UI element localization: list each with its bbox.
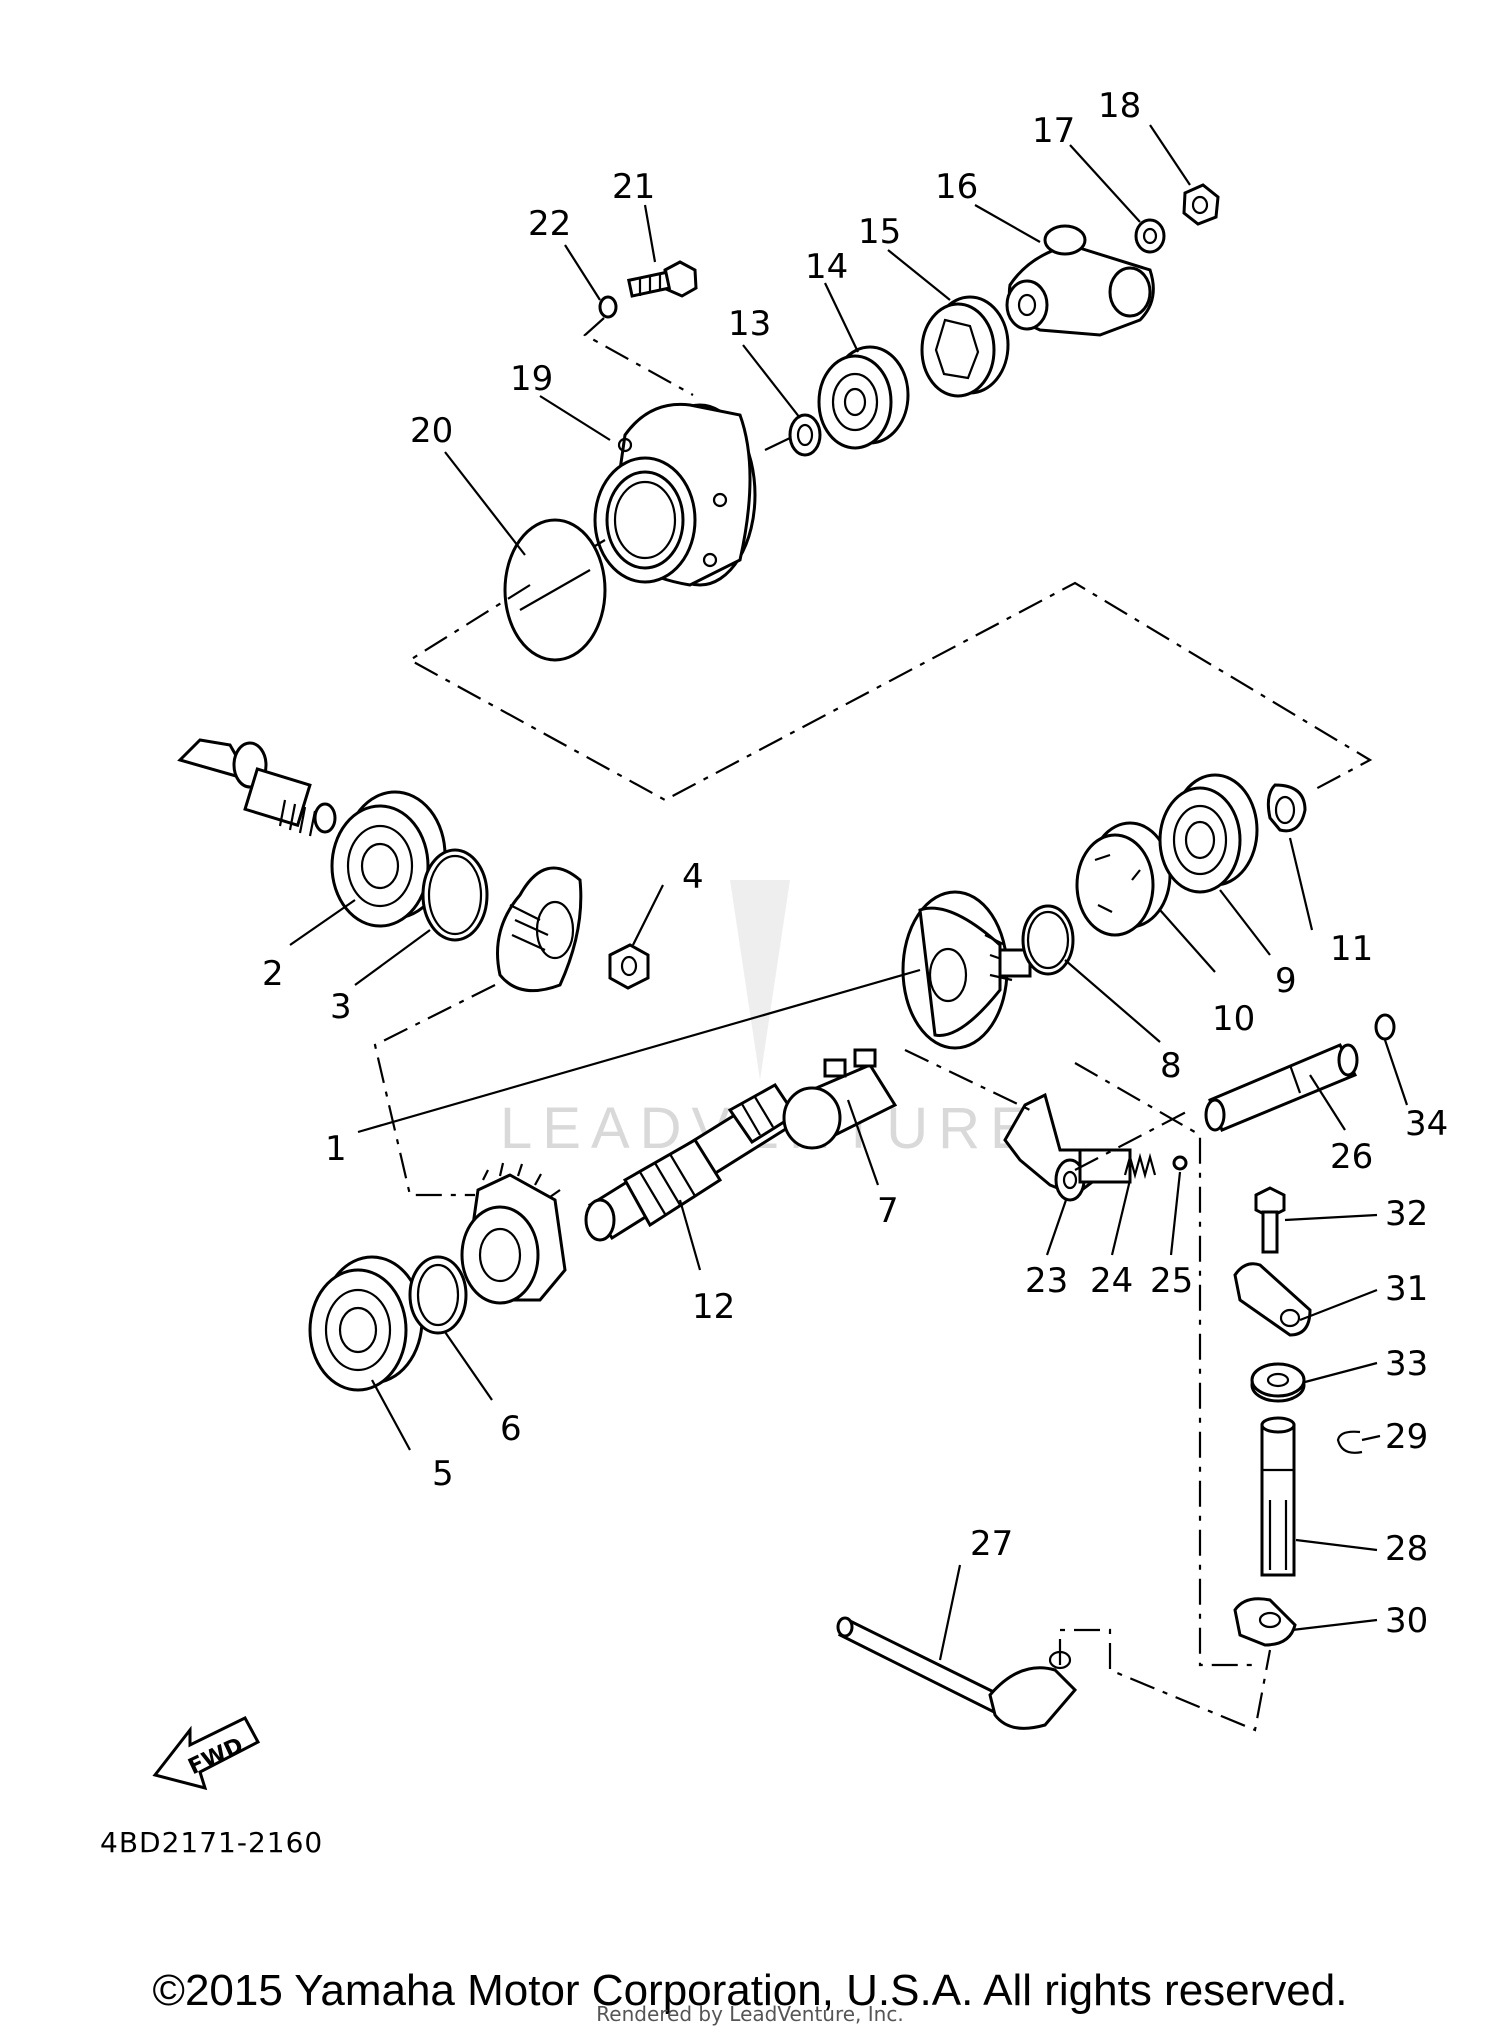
label-30: 30 xyxy=(1385,1601,1428,1641)
part-12-shaft xyxy=(584,1083,803,1242)
rendered-by-notice: Rendered by LeadVenture, Inc. xyxy=(596,2002,904,2026)
label-20: 20 xyxy=(410,411,453,451)
label-2: 2 xyxy=(262,954,284,994)
part-15-oil-seal xyxy=(920,295,1010,398)
part-4-nut xyxy=(608,943,650,990)
part-1-ring-gear xyxy=(496,866,583,993)
label-9: 9 xyxy=(1275,961,1297,1001)
axle-shaft xyxy=(177,738,337,837)
part-13-circlip xyxy=(764,413,822,457)
part-33-washer xyxy=(1250,1362,1306,1403)
part-26-shift-shaft xyxy=(1204,1043,1359,1132)
label-11: 11 xyxy=(1330,929,1373,969)
part-24-spring xyxy=(1123,1152,1157,1180)
assembly-line-22-19 xyxy=(583,317,694,396)
part-labels: 1 2 3 4 5 6 7 8 9 10 11 12 13 14 15 16 1… xyxy=(262,86,1448,1641)
part-28-spline-shaft xyxy=(1260,1416,1296,1577)
label-26: 26 xyxy=(1330,1137,1373,1177)
copyright-notice: ©2015 Yamaha Motor Corporation, U.S.A. A… xyxy=(152,1966,1348,2015)
part-21-bolt xyxy=(626,260,698,298)
part-17-washer xyxy=(1134,218,1166,254)
label-25: 25 xyxy=(1150,1261,1193,1301)
leader-lines xyxy=(289,124,1409,1661)
label-7: 7 xyxy=(877,1191,899,1231)
label-28: 28 xyxy=(1385,1529,1428,1569)
part-30-arm xyxy=(1233,1597,1297,1647)
label-15: 15 xyxy=(858,212,901,252)
part-23-shift-fork xyxy=(1003,1092,1132,1202)
part-5-bearing xyxy=(308,1255,424,1392)
label-18: 18 xyxy=(1098,86,1141,126)
label-33: 33 xyxy=(1385,1344,1428,1384)
part-14-bearing xyxy=(817,345,910,450)
part-20-gasket xyxy=(503,518,607,662)
label-32: 32 xyxy=(1385,1194,1428,1234)
diagram-code: 4BD2171-2160 xyxy=(100,1826,324,1859)
assembly-line-7-23 xyxy=(904,1049,1255,1667)
part-34-o-ring xyxy=(1374,1013,1396,1041)
label-19: 19 xyxy=(510,359,553,399)
label-22: 22 xyxy=(528,204,571,244)
part-2-bearing xyxy=(330,790,447,928)
label-17: 17 xyxy=(1032,111,1075,151)
part-32-bolt xyxy=(1254,1186,1286,1254)
part-16-yoke xyxy=(1005,224,1155,337)
label-5: 5 xyxy=(432,1454,454,1494)
label-29: 29 xyxy=(1385,1417,1428,1457)
part-29-circlip xyxy=(1336,1430,1363,1454)
part-9-bearing xyxy=(1158,773,1259,894)
part-7-dog-clutch xyxy=(782,1048,898,1150)
assembly-line-27-30 xyxy=(1058,1628,1272,1732)
label-16: 16 xyxy=(935,167,978,207)
fwd-arrow-icon: FWD xyxy=(152,1716,261,1791)
label-12: 12 xyxy=(692,1287,735,1327)
part-25-ball xyxy=(1172,1155,1188,1171)
part-1-ring-gear-right xyxy=(901,890,1032,1050)
label-4: 4 xyxy=(682,857,704,897)
part-31-lever xyxy=(1233,1262,1312,1337)
part-11-circlip xyxy=(1266,783,1307,833)
part-3-o-ring xyxy=(421,848,489,942)
label-23: 23 xyxy=(1025,1261,1068,1301)
label-21: 21 xyxy=(612,167,655,207)
label-3: 3 xyxy=(330,987,352,1027)
part-10-retainer xyxy=(1075,821,1172,937)
label-14: 14 xyxy=(805,247,848,287)
part-19-housing xyxy=(579,402,757,587)
label-27: 27 xyxy=(970,1524,1013,1564)
part-22-washer xyxy=(598,295,618,319)
part-27-shift-rod xyxy=(836,1616,1078,1730)
label-6: 6 xyxy=(500,1409,522,1449)
label-1: 1 xyxy=(325,1129,347,1169)
assembly-line-1 xyxy=(373,984,496,1197)
part-8-o-ring xyxy=(1021,904,1075,976)
part-6-shim xyxy=(408,1255,468,1335)
label-24: 24 xyxy=(1090,1261,1133,1301)
label-34: 34 xyxy=(1405,1104,1448,1144)
part-18-nut xyxy=(1182,183,1220,226)
assembly-line-20-11 xyxy=(407,581,1373,802)
label-13: 13 xyxy=(728,304,771,344)
label-31: 31 xyxy=(1385,1269,1428,1309)
label-8: 8 xyxy=(1160,1046,1182,1086)
part-pinion-gear xyxy=(460,1162,567,1305)
label-10: 10 xyxy=(1212,999,1255,1039)
